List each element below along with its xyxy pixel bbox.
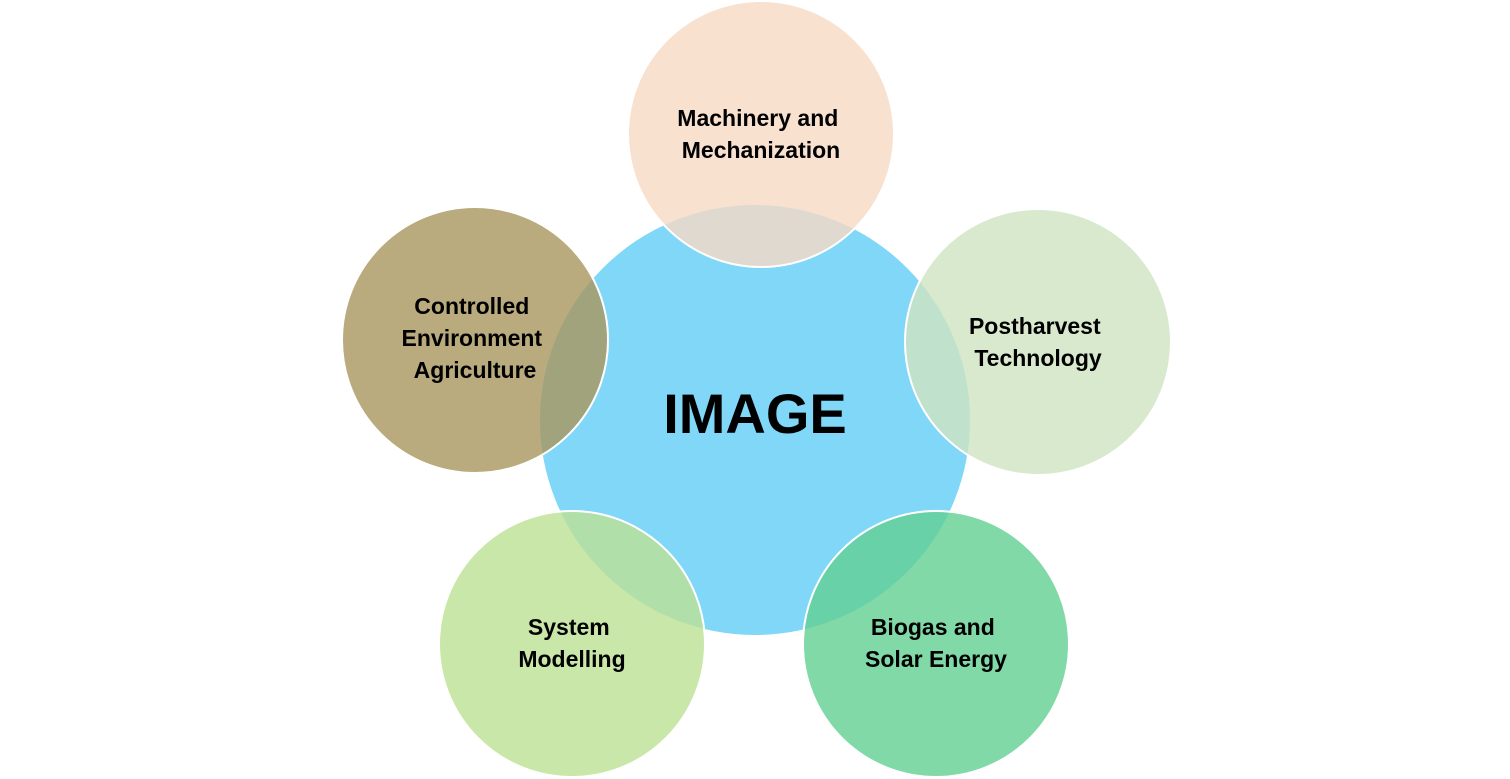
system-label-line-2: Modelling	[518, 646, 625, 672]
controlled-circle	[341, 206, 609, 474]
postharvest-circle	[904, 208, 1172, 476]
biogas-label: Biogas and Solar Energy	[865, 614, 1007, 672]
node-machinery: Machinery and Mechanization	[627, 0, 895, 268]
system-circle	[438, 510, 706, 778]
machinery-label-line-1: Machinery and	[677, 105, 838, 131]
controlled-label: Controlled Environment Agriculture	[402, 293, 549, 383]
biogas-label-line-2: Solar Energy	[865, 646, 1007, 672]
postharvest-label-line-2: Technology	[974, 345, 1102, 371]
node-system: System Modelling	[438, 510, 706, 778]
controlled-label-line-1: Controlled	[414, 293, 529, 319]
machinery-label: Machinery and Mechanization	[677, 105, 844, 163]
postharvest-label-line-1: Postharvest	[969, 313, 1101, 339]
controlled-label-line-3: Agriculture	[414, 357, 537, 383]
node-postharvest: Postharvest Technology	[904, 208, 1172, 476]
system-label-line-1: System	[528, 614, 610, 640]
biogas-label-line-1: Biogas and	[871, 614, 995, 640]
node-controlled: Controlled Environment Agriculture	[341, 206, 609, 474]
center-label: IMAGE	[663, 382, 847, 445]
biogas-circle	[802, 510, 1070, 778]
machinery-label-line-2: Mechanization	[682, 137, 840, 163]
controlled-label-line-2: Environment	[402, 325, 543, 351]
node-biogas: Biogas and Solar Energy	[802, 510, 1070, 778]
system-label: System Modelling	[518, 614, 625, 672]
machinery-circle	[627, 0, 895, 268]
postharvest-label: Postharvest Technology	[969, 313, 1107, 371]
center-node: IMAGE	[538, 203, 972, 637]
